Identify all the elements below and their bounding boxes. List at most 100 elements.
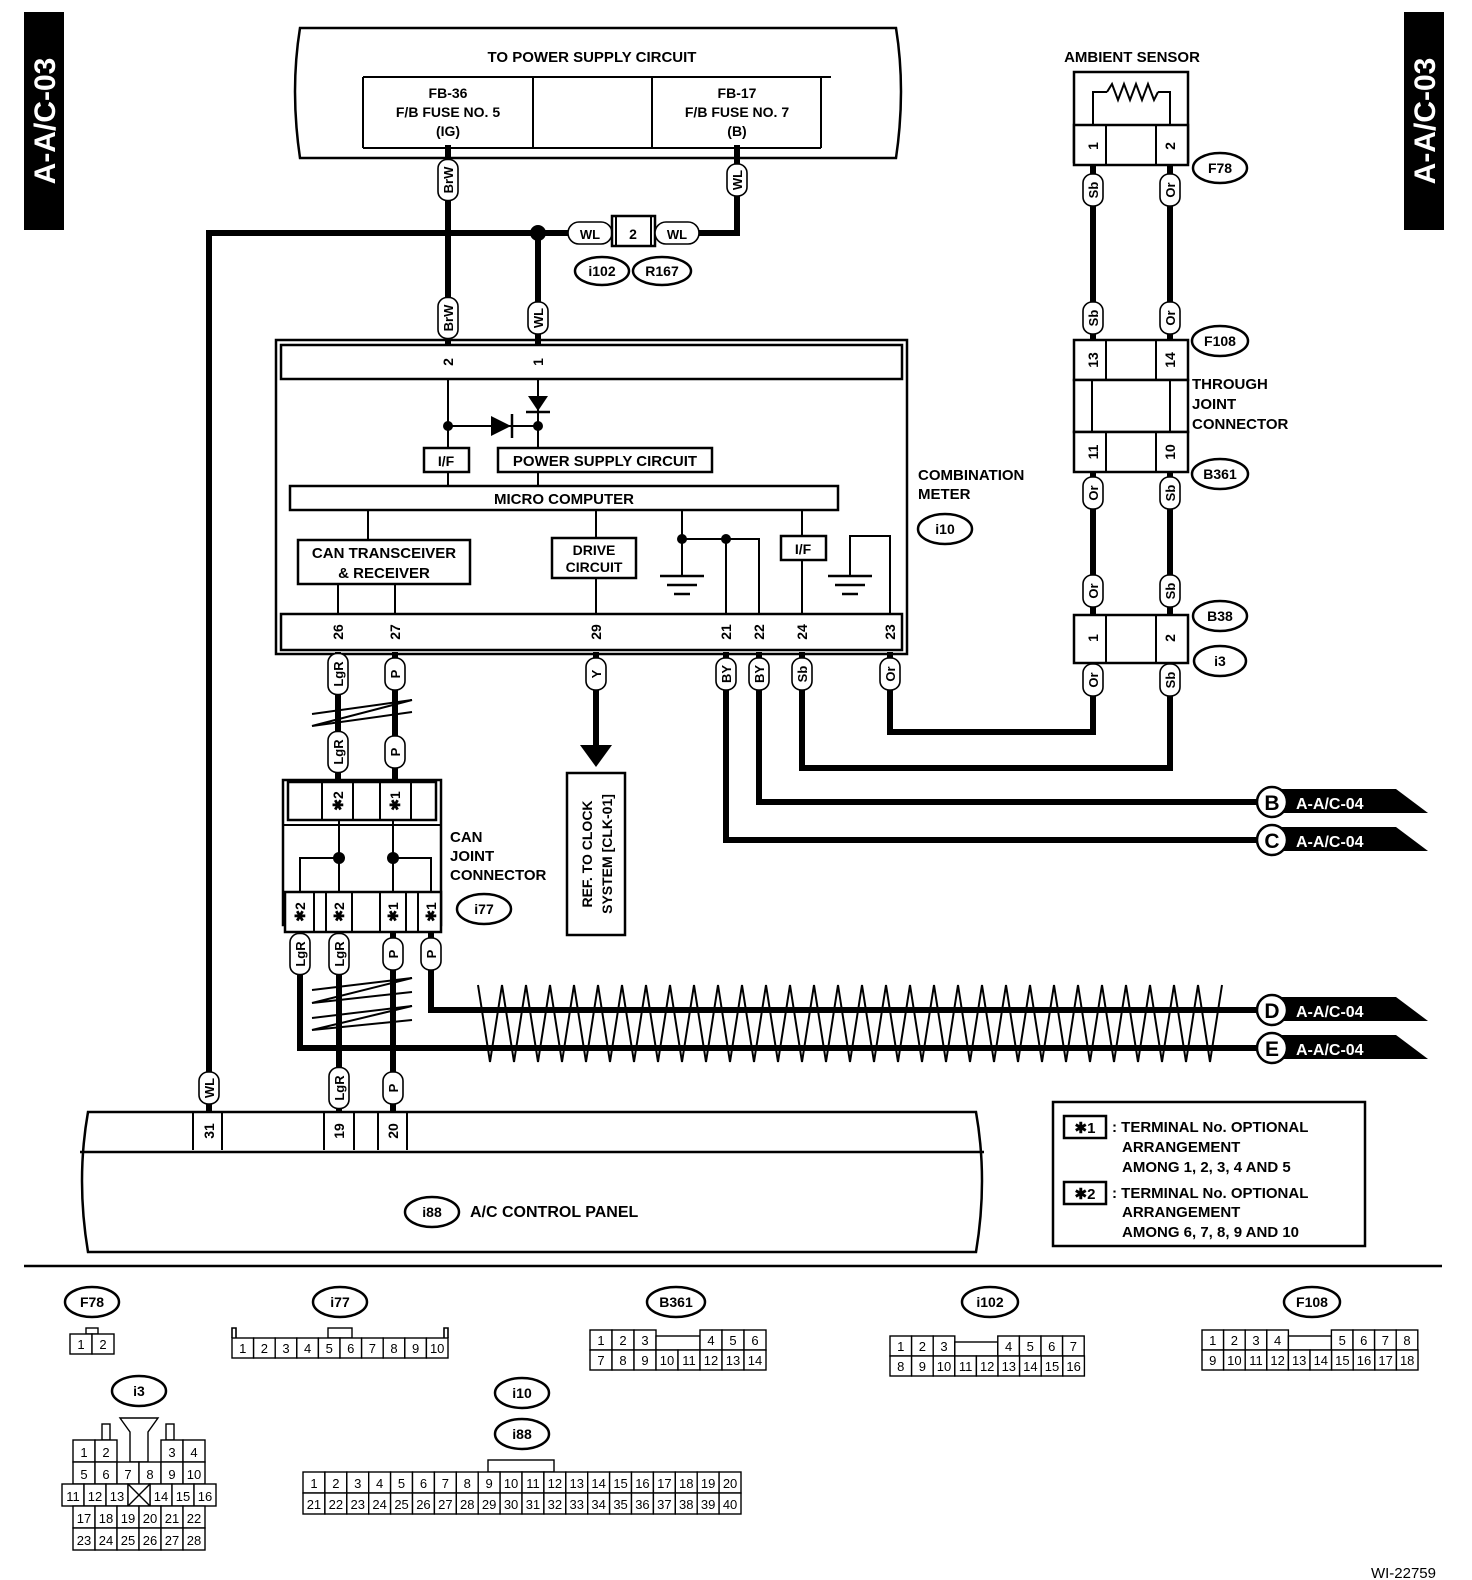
page-tab-left-label: A-A/C-03 <box>29 58 62 185</box>
svg-text:BrW: BrW <box>441 304 456 331</box>
f78-ref: F78 <box>1208 160 1232 176</box>
svg-text:19: 19 <box>121 1511 135 1526</box>
offpage-b-target: A-A/C-04 <box>1296 796 1364 813</box>
through-joint-line3: CONNECTOR <box>1192 416 1289 433</box>
svg-text:2: 2 <box>440 358 456 366</box>
svg-text:LgR: LgR <box>332 941 347 967</box>
svg-text:WL: WL <box>202 1078 217 1098</box>
f78-pin-1: 1 <box>1085 142 1101 150</box>
svg-text:12: 12 <box>1270 1353 1284 1368</box>
svg-text:32: 32 <box>548 1497 562 1512</box>
svg-text:19: 19 <box>701 1476 715 1491</box>
svg-text:19: 19 <box>331 1123 347 1139</box>
svg-text:Y: Y <box>589 669 604 678</box>
svg-text:8: 8 <box>390 1341 397 1356</box>
panel-pin-20: 20 <box>385 1123 401 1139</box>
conn-view-i77-label: i77 <box>311 1285 369 1319</box>
svg-text:12: 12 <box>548 1476 562 1491</box>
svg-text:WL: WL <box>730 170 745 190</box>
svg-text:7: 7 <box>442 1476 449 1491</box>
svg-text:P: P <box>388 747 403 756</box>
svg-text:i102: i102 <box>976 1294 1003 1310</box>
wires-thick <box>206 145 1261 1115</box>
svg-text:LgR: LgR <box>331 661 346 687</box>
svg-text:16: 16 <box>635 1476 649 1491</box>
svg-text:F108: F108 <box>1296 1294 1328 1310</box>
svg-text:39: 39 <box>701 1497 715 1512</box>
svg-text:Or: Or <box>1163 310 1178 325</box>
meter-if-bottom: I/F <box>795 541 812 557</box>
offpage-c: C A-A/C-04 <box>1255 823 1428 857</box>
fuse-b-mode: (B) <box>727 123 746 139</box>
clock-ref-line1: REF. TO CLOCK <box>579 800 595 907</box>
svg-text:10: 10 <box>660 1353 674 1368</box>
svg-text:15: 15 <box>613 1476 627 1491</box>
offpage-c-letter: C <box>1264 830 1279 853</box>
offpage-d-letter: D <box>1264 1000 1279 1023</box>
svg-text:21: 21 <box>718 624 734 640</box>
svg-text:9: 9 <box>412 1341 419 1356</box>
svg-text:Sb: Sb <box>1086 310 1101 327</box>
svg-text:7: 7 <box>597 1353 604 1368</box>
i88-ref: i88 <box>422 1204 442 1220</box>
wire-tag-wl: WL <box>527 301 549 335</box>
svg-text:36: 36 <box>635 1497 649 1512</box>
can-joint-line1: CAN <box>450 829 483 846</box>
svg-text:7: 7 <box>1070 1339 1077 1354</box>
twisted-pair-markers <box>311 699 1223 1063</box>
wire-tag-wl-top: WL <box>726 163 748 197</box>
f108-pin-13: 13 <box>1085 352 1101 368</box>
svg-text:i3: i3 <box>133 1383 145 1399</box>
svg-text:14: 14 <box>591 1476 605 1491</box>
splice-ref-1: i102 <box>588 263 615 279</box>
splice-ref-2: R167 <box>645 263 679 279</box>
svg-text:35: 35 <box>613 1497 627 1512</box>
i3-ref: i3 <box>1214 653 1226 669</box>
svg-text:6: 6 <box>420 1476 427 1491</box>
b361-ref: B361 <box>1203 466 1237 482</box>
svg-text:2: 2 <box>1231 1333 1238 1348</box>
svg-text:20: 20 <box>143 1511 157 1526</box>
power-supply-box: TO POWER SUPPLY CIRCUIT FB-36 F/B FUSE N… <box>293 26 903 160</box>
wire-tag-can-lower-0: LgR <box>289 932 311 976</box>
offpage-d-target: A-A/C-04 <box>1296 1004 1364 1021</box>
meter-pin-22: 22 <box>751 624 767 640</box>
svg-text:38: 38 <box>679 1497 693 1512</box>
svg-text:9: 9 <box>486 1476 493 1491</box>
splice-wire-right: WL <box>667 227 687 242</box>
svg-text:25: 25 <box>121 1533 135 1548</box>
svg-text:23: 23 <box>882 624 898 640</box>
svg-text:7: 7 <box>124 1467 131 1482</box>
svg-text:i77: i77 <box>330 1294 350 1310</box>
svg-text:F78: F78 <box>80 1294 104 1310</box>
svg-text:26: 26 <box>143 1533 157 1548</box>
svg-text:5: 5 <box>1339 1333 1346 1348</box>
svg-text:18: 18 <box>679 1476 693 1491</box>
svg-text:17: 17 <box>657 1476 671 1491</box>
svg-text:9: 9 <box>919 1359 926 1374</box>
wire-tag-panel-20: P <box>382 1071 404 1105</box>
combination-meter: I/F POWER SUPPLY CIRCUIT MICRO COMPUTER … <box>274 338 1024 656</box>
svg-text:27: 27 <box>387 624 403 640</box>
svg-text:10: 10 <box>430 1341 444 1356</box>
offpage-e-letter: E <box>1265 1038 1279 1061</box>
svg-text:28: 28 <box>460 1497 474 1512</box>
svg-text:20: 20 <box>385 1123 401 1139</box>
svg-text:Sb: Sb <box>1086 182 1101 199</box>
wire-tag-meter-29: Y <box>585 657 607 691</box>
svg-text:3: 3 <box>282 1341 289 1356</box>
panel-pin-31: 31 <box>201 1123 217 1139</box>
conn-view-i102-label: i102 <box>960 1285 1020 1319</box>
wire-tag-i3-sb: Sb <box>1159 663 1181 697</box>
wire-tag-f78-sb: Sb <box>1082 173 1104 207</box>
conn-view-f108-label: F108 <box>1282 1285 1342 1319</box>
svg-text:14: 14 <box>1023 1359 1037 1374</box>
wire-tag-brw-top: BrW <box>437 158 459 202</box>
through-joint-line1: THROUGH <box>1192 376 1268 393</box>
svg-text:LgR: LgR <box>332 1075 347 1101</box>
svg-text:6: 6 <box>1360 1333 1367 1348</box>
svg-text:Sb: Sb <box>1163 672 1178 689</box>
